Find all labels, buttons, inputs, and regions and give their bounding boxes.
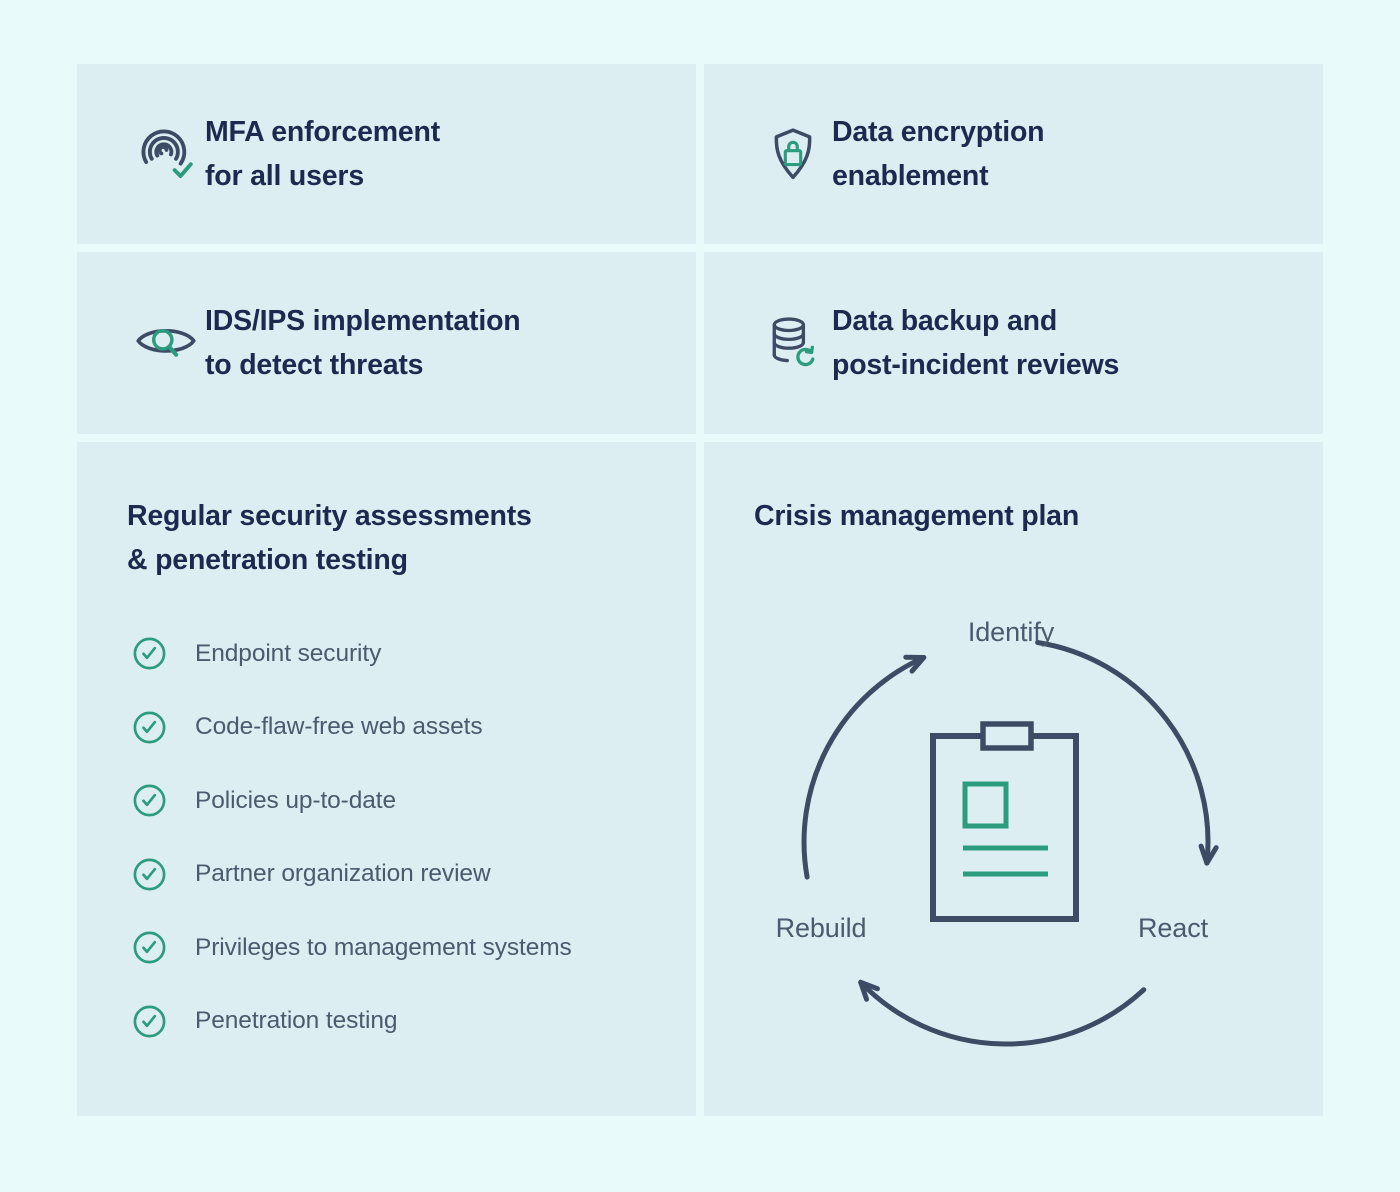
fingerprint-check-icon — [127, 126, 205, 182]
checklist-item-label: Endpoint security — [195, 639, 382, 667]
cycle-label-rebuild: Rebuild — [775, 913, 867, 943]
card-mfa-title-line2: for all users — [205, 160, 364, 192]
checklist-item-label: Partner organization review — [195, 860, 491, 887]
check-circle-icon — [133, 637, 166, 670]
check-circle-icon — [133, 1005, 166, 1038]
check-circle-icon — [133, 784, 166, 817]
checklist-item: Penetration testing — [133, 1001, 656, 1042]
card-backup-title-line1: Data backup and — [832, 305, 1058, 337]
checklist-item-label: Penetration testing — [195, 1007, 398, 1034]
database-refresh-icon — [754, 314, 832, 372]
card-encryption-title: Data encryption enablement — [832, 110, 1045, 198]
assessments-title-line1: Regular security assessments — [127, 500, 532, 532]
card-mfa: MFA enforcement for all users — [77, 64, 696, 244]
card-backup-title-line2: post-incident reviews — [832, 349, 1120, 381]
checklist-item: Policies up-to-date — [133, 780, 656, 821]
card-backup-title: Data backup and post-incident reviews — [832, 299, 1119, 387]
crisis-cycle-diagram — [801, 640, 1219, 1047]
checklist-item: Privileges to management systems — [133, 927, 656, 968]
check-circle-icon — [133, 858, 166, 891]
card-assessments: Regular security assessments & penetrati… — [77, 442, 696, 1116]
crisis-title: Crisis management plan — [754, 500, 1080, 532]
card-grid: MFA enforcement for all users Data encry… — [77, 64, 1323, 1116]
card-mfa-title: MFA enforcement for all users — [205, 110, 440, 198]
card-crisis: Crisis management plan — [704, 442, 1323, 1116]
card-encryption: Data encryption enablement — [704, 64, 1323, 244]
shield-lock-icon — [754, 127, 832, 181]
cycle-label-react: React — [1137, 913, 1209, 943]
card-backup: Data backup and post-incident reviews — [704, 252, 1323, 434]
card-ids-ips: IDS/IPS implementation to detect threats — [77, 252, 696, 434]
check-circle-icon — [133, 711, 166, 744]
assessments-checklist: Endpoint security Code-flaw-free web ass… — [133, 633, 656, 1042]
card-encryption-title-line1: Data encryption — [832, 116, 1045, 148]
checklist-item: Code-flaw-free web assets — [133, 707, 656, 748]
assessments-title: Regular security assessments & penetrati… — [127, 494, 656, 582]
checklist-item: Partner organization review — [133, 854, 656, 895]
clipboard-plan-icon — [930, 721, 1079, 922]
card-encryption-title-line2: enablement — [832, 160, 989, 192]
checklist-item-label: Policies up-to-date — [195, 786, 397, 814]
checklist-item-label: Code-flaw-free web assets — [195, 713, 483, 740]
card-ids-ips-title-line2: to detect threats — [205, 349, 424, 381]
check-circle-icon — [133, 931, 166, 964]
cycle-label-identify: Identify — [967, 617, 1055, 647]
card-ids-ips-title: IDS/IPS implementation to detect threats — [205, 299, 521, 387]
eye-magnifier-icon — [127, 318, 205, 368]
assessments-title-line2: & penetration testing — [127, 544, 408, 576]
checklist-item-label: Privileges to management systems — [195, 933, 572, 961]
card-ids-ips-title-line1: IDS/IPS implementation — [205, 305, 521, 337]
checklist-item: Endpoint security — [133, 633, 656, 674]
cycle-arrows — [801, 640, 1219, 1047]
card-mfa-title-line1: MFA enforcement — [205, 116, 441, 148]
